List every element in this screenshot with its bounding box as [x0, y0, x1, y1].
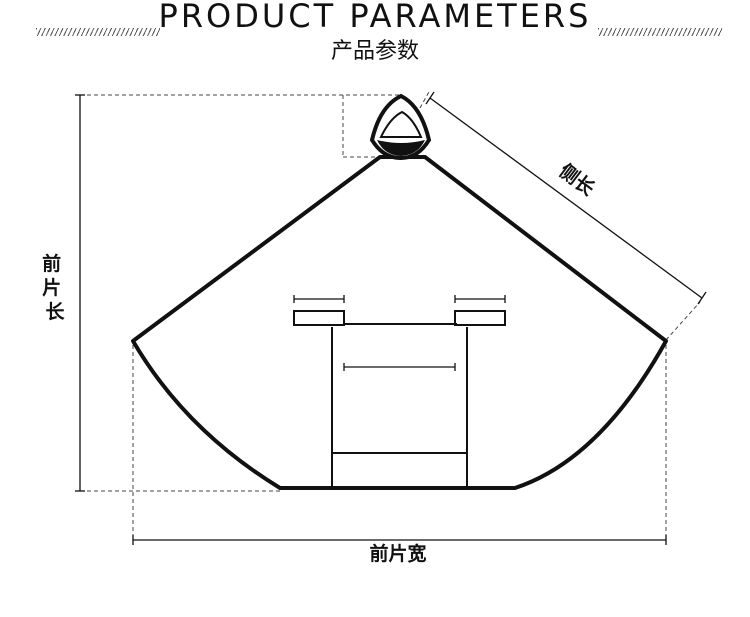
page-subtitle: 产品参数	[330, 39, 419, 64]
hood-opening	[379, 110, 423, 138]
front-width-label: 前片宽	[369, 542, 426, 565]
hood-face-shadow	[377, 140, 425, 156]
left-hand-opening	[293, 310, 345, 326]
page-title: PRODUCT PARAMETERS	[158, 0, 592, 35]
side-end-guide	[665, 301, 701, 341]
title-decoration-right	[598, 28, 722, 36]
title-decoration-left	[36, 28, 160, 36]
right-hand-opening	[454, 310, 506, 326]
front-length-dimension	[75, 94, 85, 492]
poncho-body-outline	[131, 155, 668, 490]
front-length-label: 前 片 长	[42, 252, 68, 323]
side-start-guide	[419, 89, 431, 109]
front-width-dimension	[132, 535, 667, 545]
side-length-dimension	[425, 91, 707, 305]
